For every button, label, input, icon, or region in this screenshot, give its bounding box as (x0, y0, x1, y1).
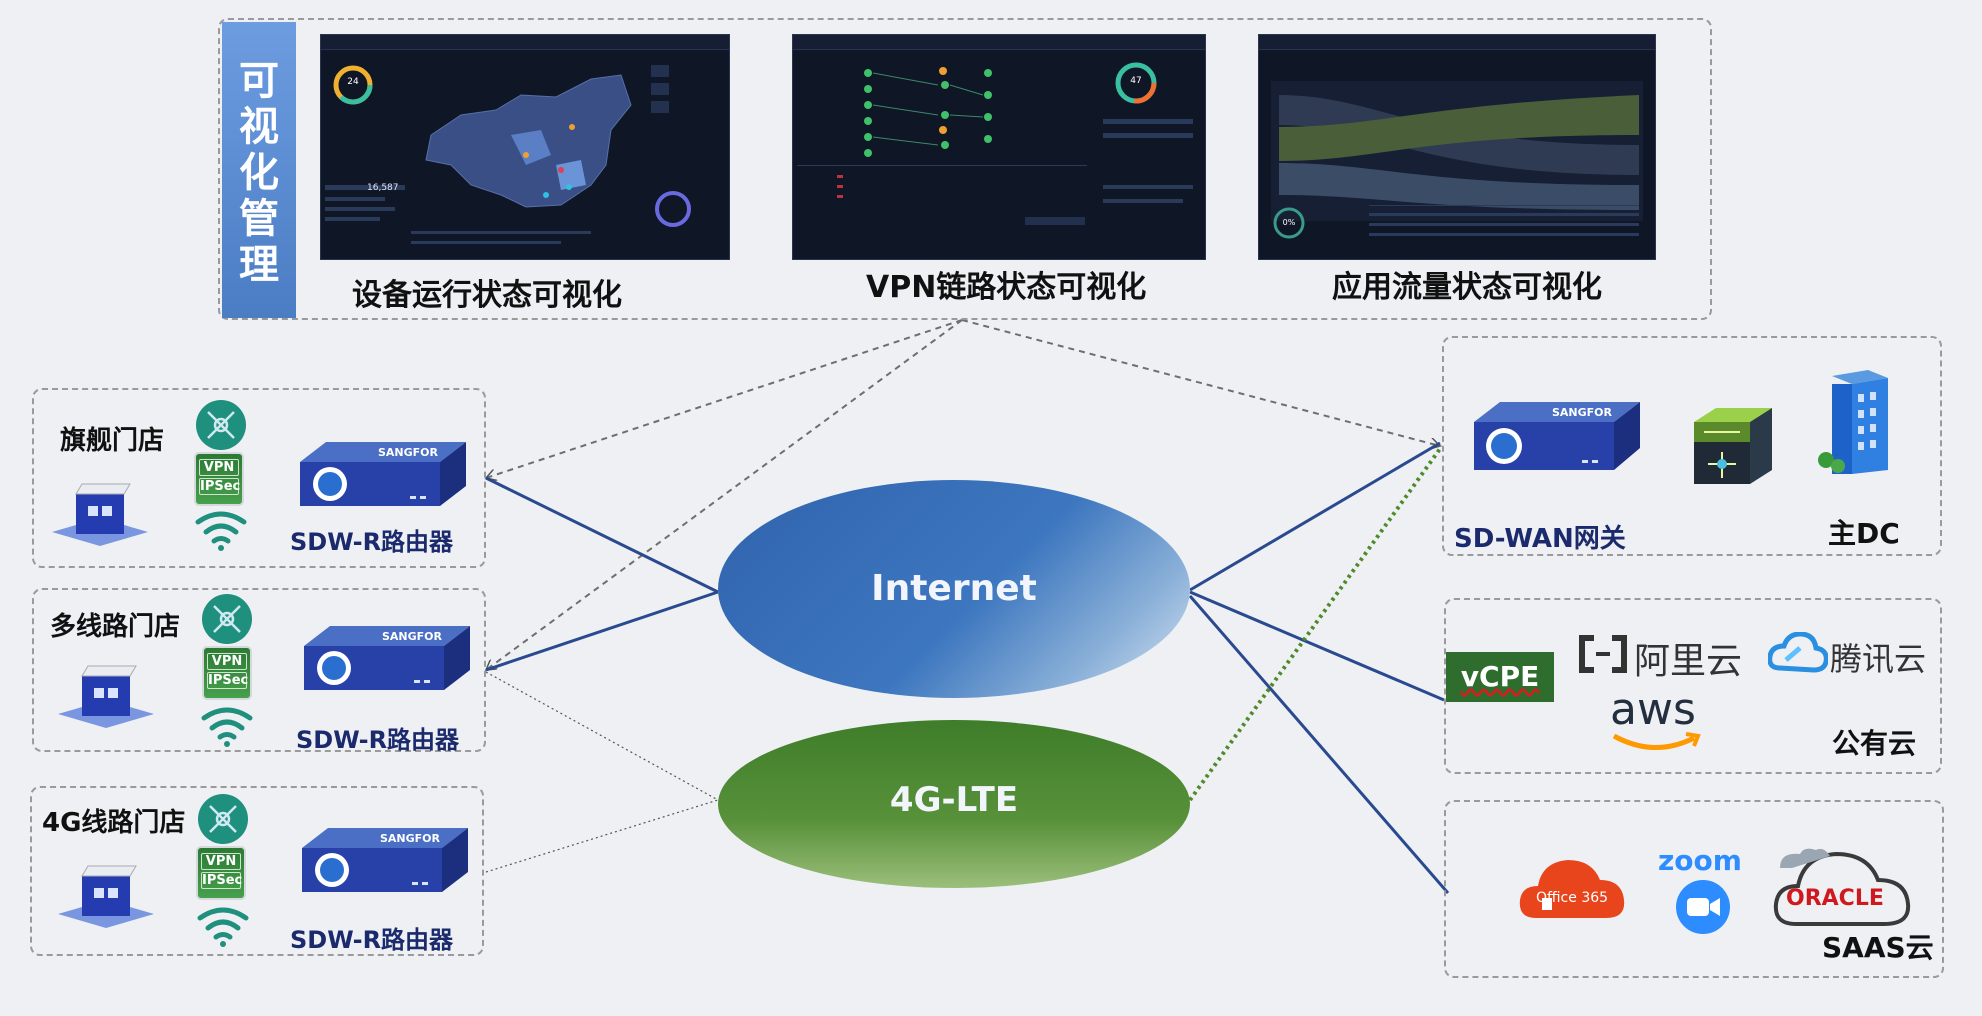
device-status-caption: 设备运行状态可视化 (352, 278, 622, 313)
flagship-router-label: SDW-R路由器 (290, 528, 454, 556)
sdw-router-icon: SANGFOR (304, 626, 470, 690)
multiline-store-name: 多线路门店 (50, 612, 181, 642)
lte-store-name: 4G线路门店 (42, 808, 186, 838)
office365-label: Office 365 (1536, 890, 1609, 906)
aws-label: aws (1610, 684, 1696, 735)
device-status-dashboard[interactable]: 24 16,587 (320, 34, 730, 260)
svg-text:SANGFOR: SANGFOR (382, 630, 443, 643)
tencent-label: 腾讯云 (1830, 640, 1927, 678)
sdwan-icon (196, 400, 246, 450)
multiline-store-box (32, 588, 486, 752)
oracle-cloud-icon (1773, 848, 1911, 926)
store-building-icon (58, 865, 154, 928)
sdwan-gateway-label: SD-WAN网关 (1454, 524, 1626, 554)
lte-links (485, 671, 719, 873)
internet-cloud (718, 480, 1190, 698)
visualization-title: 可视化管理 (239, 58, 279, 288)
internet-label: Internet (871, 568, 1037, 609)
aliyun-logo-icon (1579, 635, 1627, 673)
flagship-store-box (32, 388, 486, 568)
management-dashed-links (486, 319, 1440, 670)
office365-cloud-icon (1519, 860, 1625, 918)
store-building-icon (58, 665, 154, 728)
lte-router-label: SDW-R路由器 (290, 926, 454, 954)
visualization-panel (218, 18, 1712, 320)
aliyun-label: 阿里云 (1634, 641, 1743, 682)
vpn-count-text: 47 (1130, 76, 1142, 86)
sdwan-icon (198, 794, 248, 844)
zoom-camera-icon (1676, 880, 1730, 934)
traffic-percent-text: 0% (1282, 218, 1296, 227)
svg-text:SANGFOR: SANGFOR (1552, 406, 1613, 419)
datacenter-building-icon (1818, 370, 1888, 474)
flagship-store-name: 旗舰门店 (60, 426, 165, 456)
public-cloud-box (1444, 598, 1942, 774)
internet-links (485, 441, 1450, 894)
saas-cloud-box (1444, 800, 1944, 978)
wifi-icon (195, 511, 247, 551)
lte-label: 4G-LTE (889, 780, 1019, 820)
aws-smile-icon (1612, 732, 1701, 750)
wifi-icon (197, 907, 249, 947)
sdw-router-icon: SANGFOR (302, 828, 468, 892)
device-count-text: 24 (347, 77, 359, 87)
vpn-topology-graphic (797, 62, 1193, 225)
app-traffic-dashboard[interactable]: 0% (1258, 34, 1656, 260)
device-stat-text: 16,587 (367, 183, 399, 193)
tencent-cloud-icon (1768, 632, 1828, 673)
zoom-label: zoom (1658, 844, 1742, 877)
switch-icon (1694, 408, 1772, 484)
main-dc-box (1442, 336, 1942, 556)
vpn-link-caption: VPN链路状态可视化 (866, 270, 1147, 305)
saas-label: SAAS云 (1822, 931, 1934, 964)
vcpe-label: vCPE (1460, 660, 1540, 693)
vpn-link-dashboard[interactable]: 47 (792, 34, 1206, 260)
visualization-sidebar (222, 22, 296, 318)
oracle-label: ORACLE (1786, 886, 1884, 911)
app-traffic-caption: 应用流量状态可视化 (1332, 270, 1602, 305)
wifi-icon (201, 707, 253, 747)
sankey-graphic (1271, 81, 1643, 239)
main-dc-label: 主DC (1828, 517, 1900, 550)
vcpe-badge (1446, 652, 1554, 702)
sdw-router-icon: SANGFOR (300, 442, 466, 506)
store-building-icon (52, 483, 148, 546)
public-cloud-label: 公有云 (1832, 727, 1917, 760)
sdwan-icon (202, 594, 252, 644)
svg-text:SANGFOR: SANGFOR (380, 832, 441, 845)
svg-text:SANGFOR: SANGFOR (378, 446, 439, 459)
sdwan-gateway-icon: SANGFOR (1474, 402, 1640, 470)
lte-store-box (30, 786, 484, 956)
lte-cloud (718, 720, 1190, 888)
china-map-graphic (325, 65, 691, 244)
multiline-router-label: SDW-R路由器 (296, 726, 460, 754)
lte-dc-link (1188, 444, 1444, 802)
